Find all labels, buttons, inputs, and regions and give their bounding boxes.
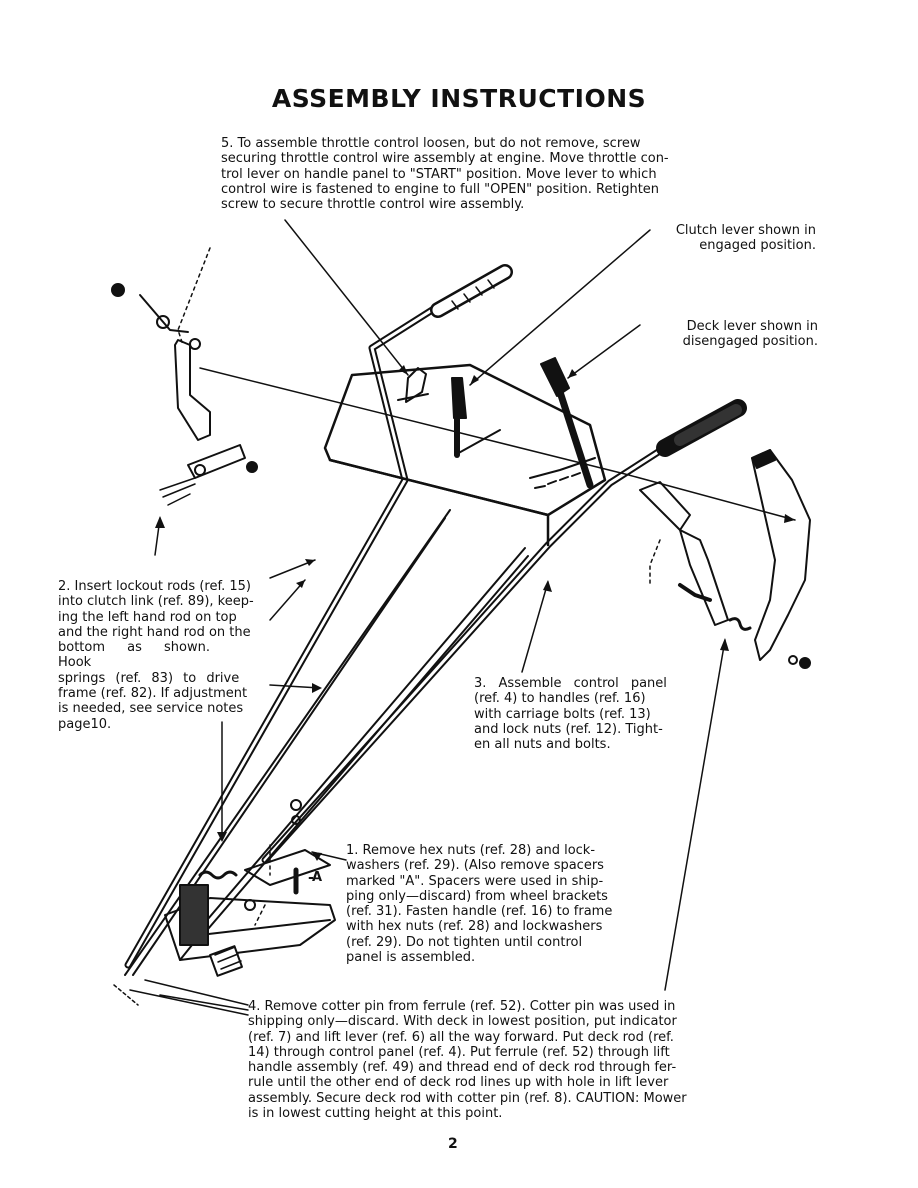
deck-lever-icon [529,357,596,489]
step-4-line: is in lowest cutting height at this poin… [248,1106,503,1122]
step-4-line: shipping only—discard. With deck in lowe… [248,1014,677,1030]
step-1-line: marked "A". Spacers were used in ship- [346,873,604,889]
step-1-line: ping only—discard) from wheel brackets [346,888,608,904]
step-2-line: 2. Insert lockout rods (ref. 15) [58,579,251,594]
caption-line: disengaged position. [682,334,818,350]
step-2-line: into clutch link (ref. 89), keep- [58,594,254,610]
step-4-line: handle assembly (ref. 49) and thread end… [248,1060,677,1076]
step-4-line: assembly. Secure deck rod with cotter pi… [248,1090,687,1106]
step-1-line: panel is assembled. [346,950,476,966]
clutch-lever-icon [451,377,467,458]
step-5-line: securing throttle control wire assembly … [221,151,669,167]
step-3-line: with carriage bolts (ref. 13) [474,706,651,722]
step-1-text: 1. Remove hex nuts (ref. 28) and lock- w… [346,843,624,965]
step-4-line: 4. Remove cotter pin from ferrule (ref. … [248,999,676,1014]
step-1-line: 1. Remove hex nuts (ref. 28) and lock- [346,843,596,858]
caption-line: Deck lever shown in [686,319,818,334]
step-5-line: 5. To assemble throttle control loosen, … [221,136,641,151]
step-3-line: en all nuts and bolts. [474,737,611,753]
step-4-text: 4. Remove cotter pin from ferrule (ref. … [248,999,706,1121]
step-2-line: is needed, see service notes [58,701,244,717]
step-5-text: 5. To assemble throttle control loosen, … [221,136,687,212]
caption-line: engaged position. [699,238,816,254]
step-2-line: page10. [58,716,112,732]
step-2-line: bottom as shown. Hook [58,640,210,671]
step-2-line: frame (ref. 82). If adjustment [58,686,248,702]
left-grip-icon [430,264,513,318]
step-3-line: and lock nuts (ref. 12). Tight- [474,721,663,737]
step-5-line: trol lever on handle panel to "START" po… [221,166,657,182]
drive-frame [164,884,336,977]
left-linkage-icon [111,247,258,506]
page-title: ASSEMBLY INSTRUCTIONS [271,84,647,113]
step-1-line: (ref. 29). Do not tighten until control [346,934,583,950]
step-5-line: screw to secure throttle control wire as… [221,197,525,213]
spacer-label: A [312,870,323,885]
step-4-line: (ref. 7) and lift lever (ref. 6) all the… [248,1029,674,1045]
step-1-line: washers (ref. 29). (Also remove spacers [346,858,604,874]
step-4-line: rule until the other end of deck rod lin… [248,1075,669,1091]
caption-line: Clutch lever shown in [675,223,816,238]
step-4-line: 14) through control panel (ref. 4). Put … [248,1044,670,1060]
step-2-text: 2. Insert lockout rods (ref. 15) into cl… [58,579,263,732]
step-1-line: with hex nuts (ref. 28) and lockwashers [346,919,603,935]
arrowhead [399,365,408,375]
right-handle-bar [261,434,684,864]
step-3-text: 3. Assemble control panel (ref. 4) to ha… [474,676,680,752]
page-number: 2 [448,1136,458,1152]
step-5-line: control wire is fastened to engine to fu… [221,181,660,197]
deck-lever-caption: Deck lever shown in disengaged position. [636,319,818,350]
step-2-line: and the right hand rod on the [58,624,251,640]
step-2-line: springs (ref. 83) to drive [58,670,240,686]
step-3-line: (ref. 4) to handles (ref. 16) [474,691,646,707]
step-1-line: (ref. 31). Fasten handle (ref. 16) to fr… [346,904,613,920]
spring-icon [198,870,238,880]
spacer-mark-a: - [308,870,314,886]
step-3-line: 3. Assemble control panel [474,676,667,691]
right-linkage-icon [639,449,811,669]
throttle-control-icon [397,367,429,403]
step-2-line: ing the left hand rod on top [58,609,237,625]
right-grip-icon [656,399,747,457]
clutch-lever-caption: Clutch lever shown in engaged position. [646,223,816,254]
